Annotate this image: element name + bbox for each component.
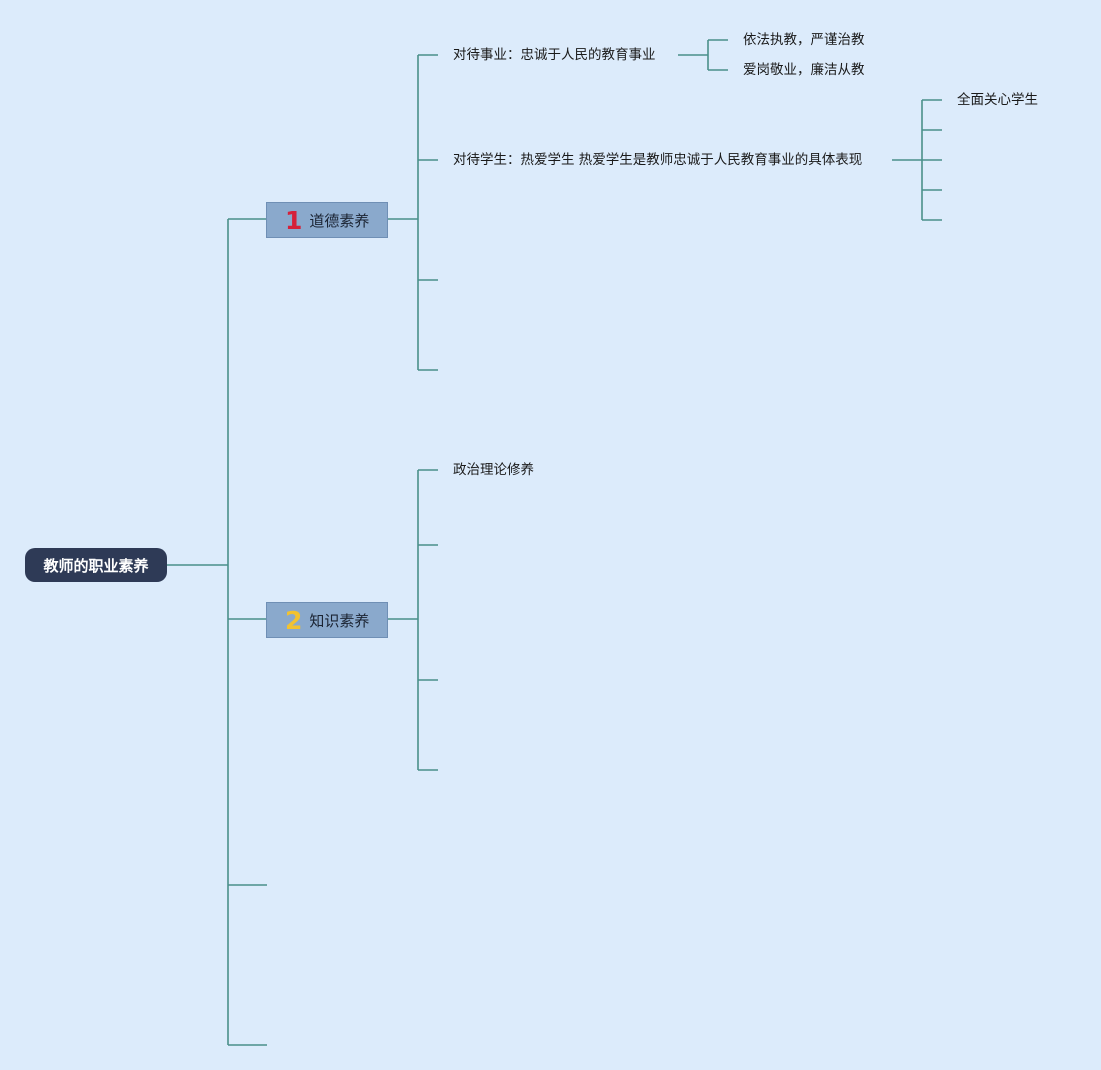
branch-knowledge-literacy-label: 知识素养 bbox=[309, 611, 370, 630]
number-one-icon: 1 bbox=[285, 205, 303, 235]
branch-moral-literacy-label: 道德素养 bbox=[309, 211, 370, 230]
root-topic[interactable]: 教师的职业素养 bbox=[25, 548, 167, 582]
topic-attitude-to-students[interactable]: 对待学生：热爱学生 热爱学生是教师忠诚于人民教育事业的具体表现 bbox=[453, 152, 863, 168]
number-two-icon: 2 bbox=[285, 605, 303, 635]
branch-knowledge-literacy[interactable]: 2 知识素养 bbox=[266, 602, 388, 638]
root-topic-label: 教师的职业素养 bbox=[43, 556, 149, 575]
topic-love-job[interactable]: 爱岗敬业，廉洁从教 bbox=[743, 62, 865, 78]
topic-care-for-students[interactable]: 全面关心学生 bbox=[957, 92, 1038, 108]
branch-moral-literacy[interactable]: 1 道德素养 bbox=[266, 202, 388, 238]
topic-political-theory[interactable]: 政治理论修养 bbox=[453, 462, 534, 478]
topic-teach-by-law[interactable]: 依法执教，严谨治教 bbox=[743, 32, 865, 48]
topic-attitude-to-career[interactable]: 对待事业：忠诚于人民的教育事业 bbox=[453, 47, 656, 63]
